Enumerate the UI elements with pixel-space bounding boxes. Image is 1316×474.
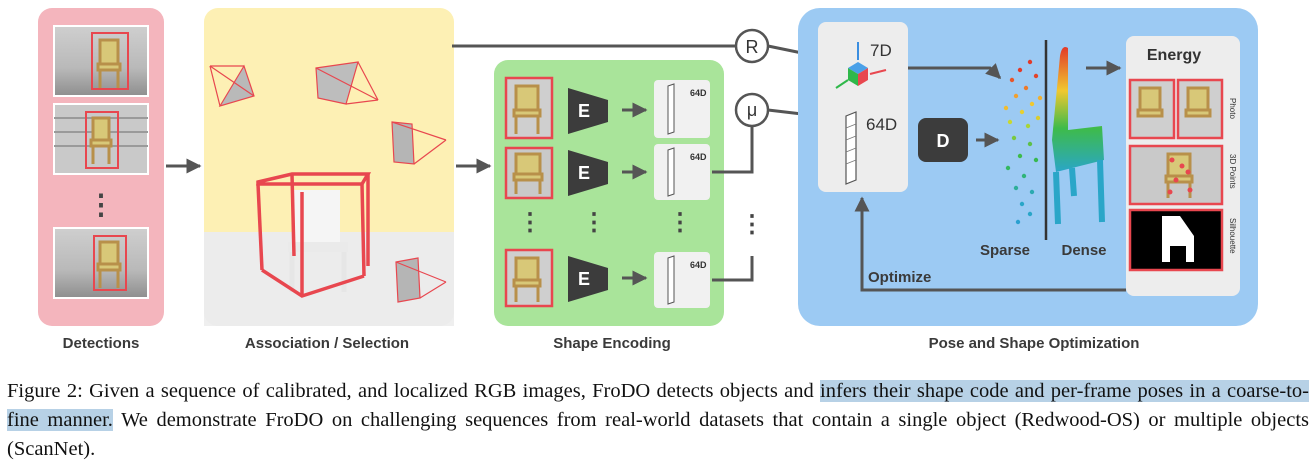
encoder-label-1: E [578,101,590,121]
bounding-cuboid [256,172,372,298]
energy-label-silhouette: Silhouette [1228,218,1237,254]
encoder-row-2: E 64D [504,144,710,200]
pose-axes-icon [835,42,887,89]
pose-to-sparse-path [908,63,1002,80]
mean-symbol: μ [747,100,757,120]
encoder-label-2: E [578,163,590,183]
camera-frustum-3 [391,121,447,165]
association-stage-label: Association / Selection [245,335,409,352]
camera-frustum-1 [209,64,255,108]
detection-frame-1 [53,25,149,97]
optimize-label: Optimize [868,269,931,286]
encoder-row-3: E 64D [504,248,710,308]
encoder-row-1: E 64D [504,76,710,140]
latent-code-dim-label: 64D [866,115,897,134]
dense-chair-mesh [1052,47,1105,225]
camera-frustum-4 [395,257,447,303]
detection-frame-3 [53,227,149,299]
optimize-feedback-path [854,196,1126,292]
code-dim-3: 64D [690,260,707,270]
encoding-ellipsis-encoders: ⋮ [582,209,606,236]
sparse-label: Sparse [980,242,1030,259]
encoder-label-3: E [578,269,590,289]
energy-term-3d-points [1128,144,1224,206]
encoding-ellipsis-images: ⋮ [518,209,542,236]
rotation-symbol: R [746,37,759,57]
encoding-ellipsis-codes: ⋮ [668,209,692,236]
optimization-stage-label: Pose and Shape Optimization [929,335,1140,352]
energy-term-photo [1128,78,1224,140]
pose-dim-label: 7D [870,41,892,60]
encoder-block-2 [568,150,608,196]
caption-part1: Figure 2: Given a sequence of calibrated… [7,380,821,402]
aggregation-ellipsis: ⋮ [740,211,764,238]
encoder-block-1 [568,88,608,134]
encoder-block-3 [568,256,608,302]
code-dim-2: 64D [690,152,707,162]
frodo-pipeline-diagram: ⋮ Detections Association / S [38,8,1258,352]
energy-term-silhouette [1128,208,1224,272]
sparse-point-cloud [1003,59,1043,225]
code-dim-1: 64D [690,88,707,98]
decoder-block [918,118,968,162]
shape-encoding-stage-label: Shape Encoding [553,335,671,352]
latent-code-vector [845,111,857,185]
detections-stage-label: Detections [63,335,140,352]
energy-label-photo: Photo [1228,98,1237,119]
energy-title: Energy [1147,47,1201,64]
detection-frame-2 [53,103,149,175]
decoder-label: D [937,131,950,151]
camera-frustum-2 [315,61,379,105]
detections-ellipsis: ⋮ [87,189,115,220]
code-aggregation-lines [712,126,754,282]
caption-part2: We demonstrate FroDO on challenging sequ… [7,409,1309,460]
latent-panel [818,22,908,192]
dense-label: Dense [1061,242,1106,259]
energy-label-3d-points: 3D Points [1228,154,1237,189]
figure-caption: Figure 2: Given a sequence of calibrated… [7,377,1309,464]
